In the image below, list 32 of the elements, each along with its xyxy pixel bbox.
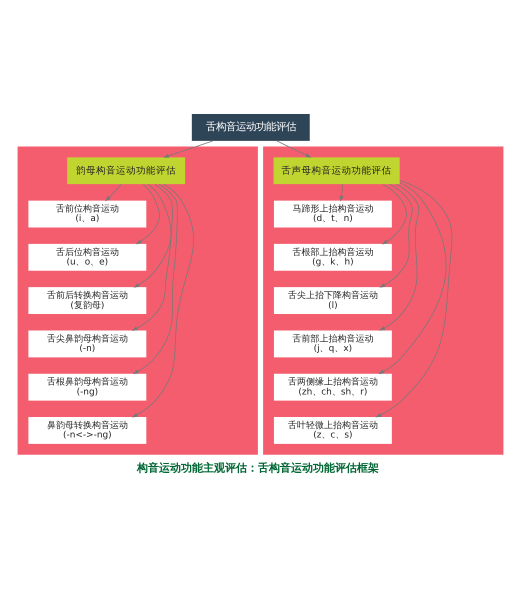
arrow [276,140,312,158]
node-box: 舌叶轻微上抬构音运动 (z、c、s) [273,417,392,444]
arrow [381,184,406,244]
arrow [132,184,171,288]
arrow [131,184,172,331]
node-box: 舌后位构音运动 (u、o、e) [28,244,146,271]
node-box: 马蹄形上抬构音运动 (d、t、n) [273,200,392,228]
node-box: 舌两侧缘上抬构音运动 (zh、ch、sh、r) [273,374,392,401]
node-box: 舌尖上抬下降构音运动 (l) [273,287,392,314]
arrow [378,184,419,331]
node-box: 舌尖鼻韵母构音运动 (-n) [28,330,146,358]
node-box: 舌根鼻韵母构音运动 (-ng) [28,374,146,401]
cluster [17,146,258,455]
arrow [135,184,160,244]
node-box: 舌前位构音运动 (i、a) [28,200,146,228]
arrow [162,140,213,158]
node-box: 鼻韵母转换构音运动 (-n<->-ng) [28,417,146,444]
node-box: 舌声母构音运动功能评估 [273,157,400,184]
arrow [132,184,178,374]
node-box: 舌前部上抬构音运动 (j、q、x) [273,330,392,358]
arrow [104,184,121,202]
arrow [378,184,412,288]
caption: 构音运动功能主观评估：舌构音运动功能评估框架 [136,462,378,475]
arrow [374,180,452,418]
node-box: 舌根部上抬构音运动 (g、k、h) [273,244,392,271]
node-box: 韵母构音运动功能评估 [66,157,185,184]
cluster [262,146,503,455]
arrow [131,184,194,418]
node-box: 舌前后转换构音运动 (复韵母) [28,287,146,314]
arrow [339,184,344,202]
arrow [378,182,446,374]
node-box: 舌构音运动功能评估 [191,114,310,141]
